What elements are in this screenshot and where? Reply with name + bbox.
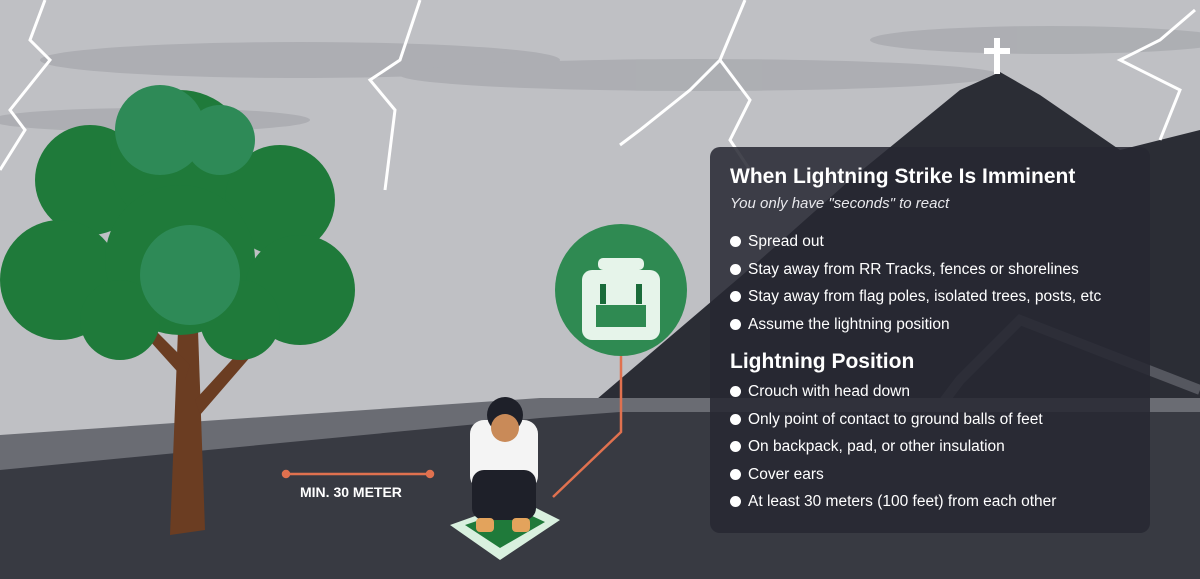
- list-item: Stay away from flag poles, isolated tree…: [730, 283, 1130, 311]
- list-item: Only point of contact to ground balls of…: [730, 406, 1130, 434]
- bullet-icon: [730, 441, 741, 453]
- list-item: At least 30 meters (100 feet) from each …: [730, 488, 1130, 516]
- list-item: On backpack, pad, or other insulation: [730, 433, 1130, 461]
- list-item-text: Spread out: [748, 233, 824, 250]
- lightning-bolts: [0, 0, 1196, 191]
- list-item-text: Stay away from flag poles, isolated tree…: [748, 288, 1102, 305]
- tree: [0, 85, 355, 535]
- bullet-icon: [730, 496, 741, 508]
- imminent-list: Spread out Stay away from RR Tracks, fen…: [730, 228, 1130, 338]
- list-item: Spread out: [730, 228, 1130, 256]
- list-item-text: Stay away from RR Tracks, fences or shor…: [748, 260, 1079, 278]
- panel-subtitle: You only have "seconds" to react: [730, 195, 950, 212]
- bullet-icon: [730, 236, 741, 248]
- list-item-text: On backpack, pad, or other insulation: [748, 438, 1005, 455]
- distance-arrow: [281, 469, 435, 479]
- bullet-icon: [730, 318, 741, 330]
- list-item: Assume the lightning position: [730, 311, 1130, 339]
- bullet-icon: [730, 386, 741, 398]
- bullet-icon: [730, 413, 741, 425]
- clouds: [0, 26, 1200, 132]
- bullet-icon: [730, 263, 741, 275]
- connector-line: [552, 356, 623, 498]
- list-item-text: Cover ears: [748, 465, 824, 483]
- cross-icon: [984, 38, 1010, 74]
- safety-info-panel: When Lightning Strike Is Imminent You on…: [710, 147, 1150, 533]
- backpack-badge: [555, 224, 687, 356]
- list-item: Cover ears: [730, 461, 1130, 489]
- crouching-person: [450, 397, 560, 560]
- panel-title: When Lightning Strike Is Imminent: [730, 165, 1076, 188]
- list-item-text: Crouch with head down: [748, 383, 910, 400]
- list-item-text: Only point of contact to ground balls of…: [748, 410, 1043, 428]
- list-item-text: Assume the lightning position: [748, 315, 950, 333]
- bullet-icon: [730, 468, 741, 480]
- backpack-icon: [582, 258, 660, 340]
- list-item: Crouch with head down: [730, 378, 1130, 406]
- bullet-icon: [730, 291, 741, 303]
- position-list: Crouch with head down Only point of cont…: [730, 378, 1130, 516]
- list-item: Stay away from RR Tracks, fences or shor…: [730, 256, 1130, 284]
- list-item-text: At least 30 meters (100 feet) from each …: [748, 493, 1057, 510]
- position-title: Lightning Position: [730, 350, 915, 373]
- distance-label: MIN. 30 METER: [300, 484, 402, 500]
